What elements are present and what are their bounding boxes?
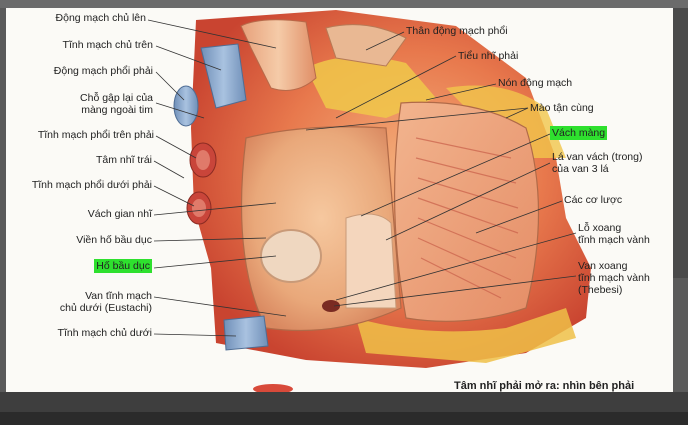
label-eustachian-valve: Van tĩnh mạch chủ dưới (Eustachi) — [59, 290, 152, 314]
label-interatrial-septum: Vách gian nhĩ — [87, 208, 152, 220]
label-limbus-fossa-ovalis: Viền hố bầu dục — [76, 234, 152, 246]
label-crista-terminalis: Mào tận cùng — [530, 102, 594, 114]
anatomy-plate: Động mạch chủ lên Tĩnh mạch chủ trên Độn… — [6, 8, 673, 392]
label-right-superior-pulmonary-vein: Tĩnh mạch phổi trên phải — [37, 129, 154, 141]
label-right-auricle: Tiểu nhĩ phải — [458, 50, 519, 62]
label-ascending-aorta: Động mạch chủ lên — [55, 12, 146, 24]
label-right-pulmonary-artery: Động mạch phổi phải — [53, 65, 153, 77]
label-superior-vena-cava: Tĩnh mạch chủ trên — [62, 39, 153, 51]
inferior-vena-cava — [223, 315, 269, 351]
bottom-bar — [0, 412, 688, 425]
right-pulmonary-artery — [173, 85, 199, 127]
fossa-ovalis — [260, 229, 322, 283]
label-left-atrium: Tâm nhĩ trái — [95, 154, 152, 166]
label-inferior-vena-cava: Tĩnh mạch chủ dưới — [57, 327, 152, 339]
label-membranous-septum: Vách màng — [550, 126, 608, 140]
atrial-wall-flap — [394, 101, 540, 322]
coronary-sinus-opening — [322, 300, 340, 312]
bottom-frame — [0, 392, 688, 425]
rspv-lumen — [196, 150, 210, 170]
figure-caption: Tâm nhĩ phải mở ra: nhìn bên phải — [454, 380, 635, 392]
label-septal-leaflet: Lá van vách (trong) của van 3 lá — [552, 151, 643, 175]
pectinate-muscles — [415, 137, 519, 299]
label-thebesian-valve: Van xoang tĩnh mạch vành (Thebesi) — [578, 260, 650, 296]
red-fragment — [253, 384, 293, 392]
label-right-inferior-pulmonary-vein: Tĩnh mạch phổi dưới phải — [31, 179, 152, 191]
label-fossa-ovalis: Hố bầu dục — [82, 259, 152, 273]
ascending-aorta — [240, 19, 317, 91]
right-frame — [673, 8, 688, 278]
label-conus-arteriosus: Nón động mạch — [498, 77, 573, 89]
membranous-septum-highlight: Vách màng — [550, 126, 608, 140]
ripv-lumen — [192, 199, 206, 217]
pulmonary-trunk — [325, 24, 407, 67]
label-pericardial-reflection: Chỗ gập lại của màng ngoài tim — [80, 92, 153, 116]
superior-vena-cava — [200, 43, 247, 109]
tricuspid-septal-leaflet — [345, 213, 397, 309]
label-pectinate-muscles: Các cơ lược — [564, 194, 623, 206]
fossa-ovalis-highlight: Hố bầu dục — [94, 259, 152, 273]
leader-lines — [147, 19, 577, 337]
label-coronary-sinus-opening: Lỗ xoang tĩnh mạch vành — [578, 222, 650, 246]
heart-illustration — [147, 10, 591, 392]
epicardial-fat-3 — [356, 308, 576, 363]
top-frame — [0, 0, 688, 8]
label-pulmonary-trunk: Thân động mạch phổi — [406, 25, 508, 37]
